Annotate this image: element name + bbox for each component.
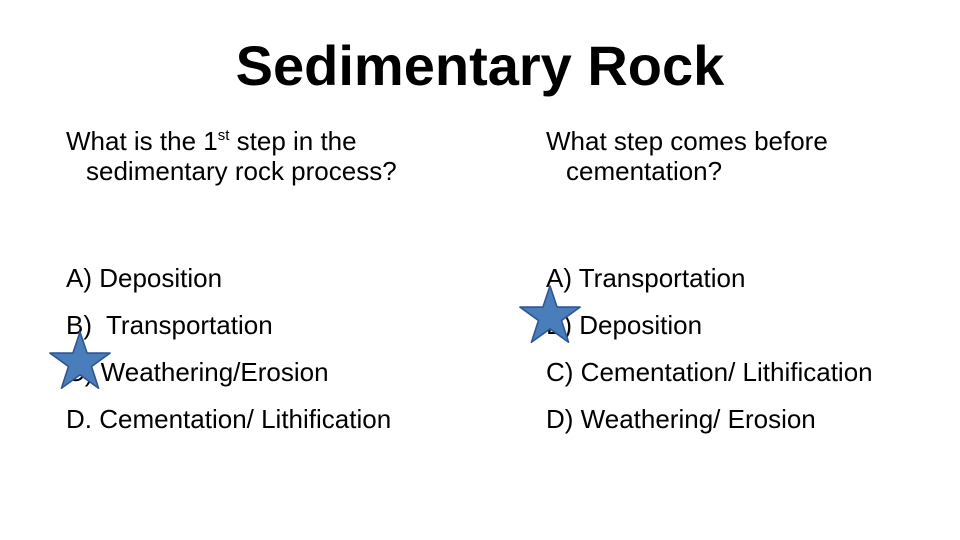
left-question-post: step in the sedimentary rock process?	[86, 126, 397, 186]
option-letter: D.	[66, 404, 92, 434]
left-option-c: C) Weathering/Erosion	[66, 357, 496, 387]
left-option-a: A) Deposition	[66, 263, 496, 293]
option-letter: A)	[66, 263, 92, 293]
option-letter: C)	[546, 357, 574, 387]
left-option-d: D. Cementation/ Lithification	[66, 404, 496, 434]
left-option-b: B) Transportation	[66, 310, 496, 340]
option-text: Cementation/ Lithification	[580, 357, 873, 387]
right-option-a: A) Transportation	[546, 263, 936, 293]
left-question-pre: What is the 1	[66, 126, 218, 156]
star-shape-left	[49, 331, 111, 390]
right-option-d: D) Weathering/ Erosion	[546, 404, 936, 434]
star-icon	[49, 331, 111, 390]
option-text: Weathering/ Erosion	[580, 404, 816, 434]
star-icon	[519, 285, 581, 344]
right-option-c: C) Cementation/ Lithification	[546, 357, 936, 387]
right-option-b: B) Deposition	[546, 310, 936, 340]
slide-title: Sedimentary Rock	[235, 34, 725, 97]
option-text: Weathering/Erosion	[100, 357, 329, 387]
option-text: Transportation	[578, 263, 746, 293]
option-text: Deposition	[579, 310, 703, 340]
right-question-block: What step comes before cementation? A) T…	[546, 126, 936, 451]
option-text: Cementation/ Lithification	[99, 404, 392, 434]
left-question: What is the 1st step in the sedimentary …	[66, 126, 496, 186]
right-question: What step comes before cementation?	[546, 126, 828, 186]
option-text: Transportation	[99, 310, 273, 340]
star-shape-right	[519, 285, 581, 344]
option-text: Deposition	[99, 263, 223, 293]
left-question-superscript: st	[217, 127, 230, 144]
left-question-block: What is the 1st step in the sedimentary …	[66, 126, 496, 451]
option-letter: D)	[546, 404, 574, 434]
